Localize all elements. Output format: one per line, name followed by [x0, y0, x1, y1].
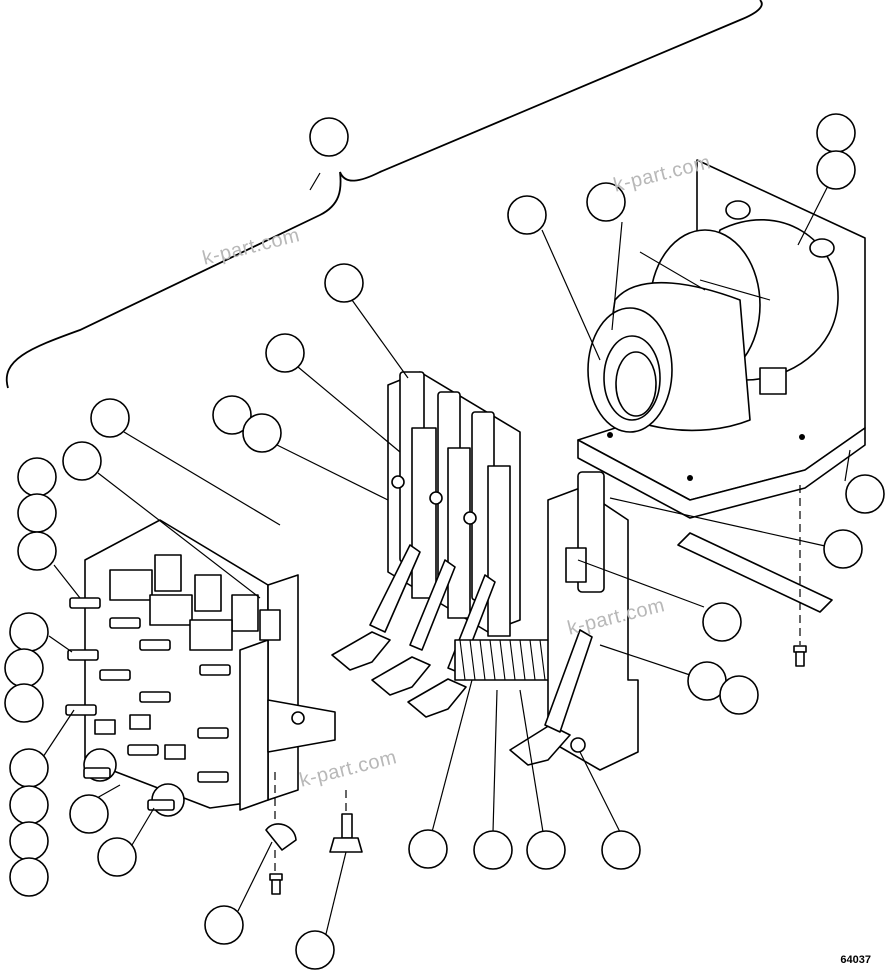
callout-stud-4	[9, 612, 49, 652]
callout-pin	[473, 830, 513, 870]
callout-coil-outer	[507, 195, 547, 235]
figure-number: 64037	[840, 954, 871, 966]
terminal-block	[65, 519, 336, 817]
callout-bracket-right	[823, 529, 863, 569]
plate	[677, 532, 833, 613]
callout-stud-10	[9, 857, 49, 897]
leader-lines	[42, 171, 851, 935]
spring	[454, 639, 556, 681]
callout-stud-3	[17, 531, 57, 571]
callout-terminal-block-b	[62, 441, 102, 481]
callouts	[4, 113, 885, 970]
callout-stud-9	[9, 821, 49, 861]
callout-bolt	[295, 930, 335, 970]
contact-arm-group	[331, 371, 521, 718]
callout-coil-frame-upper	[816, 113, 856, 153]
callout-contact-arm-top	[324, 263, 364, 303]
callout-stud-8	[9, 785, 49, 825]
callout-stud-7	[9, 748, 49, 788]
callout-bar	[526, 830, 566, 870]
callout-clip	[204, 905, 244, 945]
callout-contact-arm-mid-b	[242, 413, 282, 453]
callout-contact-arm-mid-a	[212, 395, 252, 435]
callout-assembly	[309, 117, 349, 157]
callout-coil-frame-lower	[816, 150, 856, 190]
callout-contact-right	[845, 474, 885, 514]
callout-washer	[97, 837, 137, 877]
callout-spring	[408, 829, 448, 869]
callout-stud-11	[69, 794, 109, 834]
assembly-brace	[5, 0, 763, 389]
bolt	[329, 790, 363, 853]
clip-and-screw	[265, 772, 297, 895]
screw-right	[793, 485, 807, 667]
callout-stud-6	[4, 683, 44, 723]
coil-assembly	[577, 159, 866, 519]
callout-terminal-block-a	[90, 398, 130, 438]
callout-plate	[702, 602, 742, 642]
callout-stud-1	[17, 457, 57, 497]
callout-arm-right	[601, 830, 641, 870]
callout-coil-core	[586, 182, 626, 222]
right-bracket	[509, 471, 639, 771]
callout-screw-right-b	[719, 675, 759, 715]
callout-stud-2	[17, 493, 57, 533]
callout-stud-5	[4, 648, 44, 688]
callout-contact-arm-upper	[265, 333, 305, 373]
